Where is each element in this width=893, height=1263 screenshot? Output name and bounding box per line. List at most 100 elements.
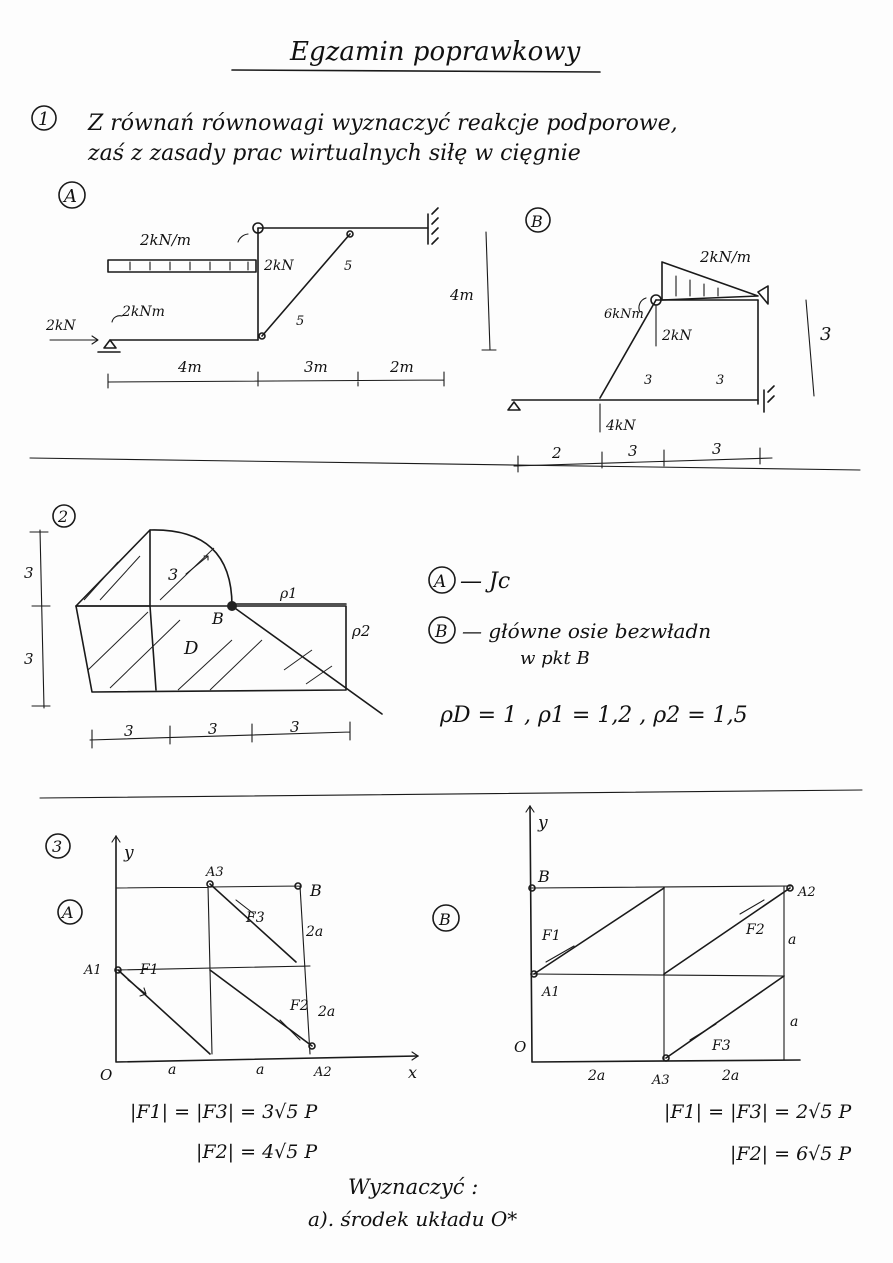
p2-diagonal xyxy=(231,605,383,715)
p1a-moment-left: 2kNm xyxy=(121,304,165,320)
p2-task-b-text1: — główne osie bezwładn xyxy=(462,619,711,643)
p3b-point-b-label: B xyxy=(537,867,550,886)
p3b-line-f1 xyxy=(533,887,665,975)
p1b-moment-label: 6kNm xyxy=(604,307,644,322)
p2-task-a-label: A xyxy=(432,572,446,592)
problem1-number: 1 xyxy=(38,109,49,130)
p1b-inner-dim-1: 3 xyxy=(644,373,652,388)
p1b-right-bottom-support xyxy=(763,385,775,413)
p3b-force-f2: F2 xyxy=(745,922,765,938)
p3b-arrow-f2 xyxy=(739,899,765,915)
p1b-hinge xyxy=(650,294,662,306)
p3a-point-b xyxy=(294,882,302,890)
p2-task-b-text2: w pkt B xyxy=(520,648,590,669)
p1a-label-circle xyxy=(58,181,86,209)
p2-region-3: 3 xyxy=(168,565,178,584)
p3b-mag1: |F1| = |F3| = 2√5 P xyxy=(664,1101,852,1123)
p3b-point-b xyxy=(528,884,536,892)
p2-densities: ρD = 1 , ρ1 = 1,2 , ρ2 = 1,5 xyxy=(439,703,748,728)
p3b-axis-arrow xyxy=(525,805,535,813)
footer-line1: Wyznaczyć : xyxy=(348,1175,478,1199)
problem3-number: 3 xyxy=(52,837,62,856)
p3b-force-f3: F3 xyxy=(711,1038,731,1054)
p1b-label-circle xyxy=(525,207,551,233)
p3a-dim-x1: a xyxy=(168,1062,176,1078)
separator-2 xyxy=(39,789,863,799)
footer-line2: a). środek układu O* xyxy=(308,1207,517,1231)
p3a-line-f2 xyxy=(209,969,313,1047)
p3a-axis-arrows xyxy=(111,835,419,1061)
p3b-dim-y2: a xyxy=(790,1014,798,1030)
p3b-arrow-f1 xyxy=(545,945,575,963)
p3b-label: B xyxy=(438,910,451,929)
p1b-inclined-bar xyxy=(599,299,657,399)
problem2-number: 2 xyxy=(57,507,68,526)
p1b-height-label: 3 xyxy=(820,324,831,345)
p3b-arrow-f3 xyxy=(689,1023,717,1041)
p3a-force-f3: F3 xyxy=(245,910,265,926)
p1a-hinge-top xyxy=(252,222,264,234)
p2-task-b-circle xyxy=(428,616,456,644)
p1a-load-arrows xyxy=(129,261,249,271)
p1a-dist-load-label: 2kN/m xyxy=(139,231,191,249)
p2-left-dim-1: 3 xyxy=(24,564,34,582)
p2-task-a-text: — Jc xyxy=(460,569,510,594)
p2-bottom-dim-3: 3 xyxy=(290,718,300,736)
p1a-force-left: 2kN xyxy=(45,318,76,334)
p3a-dim-x2: a xyxy=(256,1062,264,1078)
problem1-circle xyxy=(31,105,57,131)
p3b-origin: O xyxy=(514,1038,526,1056)
p3a-point-a1 xyxy=(114,966,122,974)
p3b-grid xyxy=(531,885,793,1061)
problem2-circle xyxy=(52,504,76,528)
p3b-dim-y1: a xyxy=(788,932,796,948)
p3a-label-circle xyxy=(57,899,83,925)
p1b-bottom-dim-2: 3 xyxy=(628,442,638,460)
p1b-bottom-dim-line xyxy=(513,447,773,473)
p1a-height-label: 4m xyxy=(449,286,474,304)
p3a-mag1: |F1| = |F3| = 3√5 P xyxy=(130,1101,318,1123)
p3a-point-a3 xyxy=(206,880,214,888)
p1b-left-support xyxy=(507,401,521,411)
p3a-point-a3-label: A3 xyxy=(205,865,224,880)
p1b-bottom-dim-3: 3 xyxy=(712,440,722,458)
p3a-arrow-f1 xyxy=(127,979,147,997)
p2-rectangle-d xyxy=(75,605,347,693)
p2-bottom-dim-1: 3 xyxy=(124,722,134,740)
p3b-point-a3-label: A3 xyxy=(651,1073,670,1088)
p3a-point-b-label: B xyxy=(309,881,322,900)
p3b-mag2: |F2| = 6√5 P xyxy=(730,1143,852,1165)
p1a-left-support xyxy=(97,339,121,353)
p3a-axis-x: x xyxy=(408,1063,417,1082)
p3a-axes xyxy=(115,835,419,1063)
p3a-origin: O xyxy=(100,1066,112,1084)
p3a-label: A xyxy=(60,903,74,922)
p3a-point-a2 xyxy=(308,1042,316,1050)
p1a-hinge-diag-top xyxy=(346,230,354,238)
p2-point-b-label: B xyxy=(211,609,224,628)
separator-1 xyxy=(29,457,861,471)
p3a-arrow-f3 xyxy=(235,899,255,915)
p2-arrow-3 xyxy=(185,555,209,575)
p3b-dim-x1: 2a xyxy=(587,1068,605,1084)
p1b-dist-load-label: 2kN/m xyxy=(699,248,751,266)
title-underline xyxy=(231,69,601,73)
p3a-arrow-f2 xyxy=(279,1019,301,1041)
p1a-point-force: 2kN xyxy=(263,258,294,274)
p3a-axis-y: y xyxy=(123,843,134,863)
p3a-line-f3 xyxy=(209,883,297,963)
p1a-bar-num-top: 5 xyxy=(344,259,352,274)
p1b-label: B xyxy=(530,212,543,231)
title: Egzamin poprawkowy xyxy=(289,37,581,67)
p2-point-b xyxy=(227,601,237,611)
p1a-dim-3: 2m xyxy=(389,358,414,376)
p1b-inner-dim-2: 3 xyxy=(716,373,724,388)
p1a-hinge-bottom xyxy=(258,332,266,340)
p2-hatch xyxy=(83,547,333,691)
p2-divider xyxy=(149,605,157,691)
p2-arc xyxy=(149,529,233,607)
p1b-force-bottom-label: 4kN xyxy=(605,418,636,434)
p1a-bottom-dim-line xyxy=(107,371,445,389)
